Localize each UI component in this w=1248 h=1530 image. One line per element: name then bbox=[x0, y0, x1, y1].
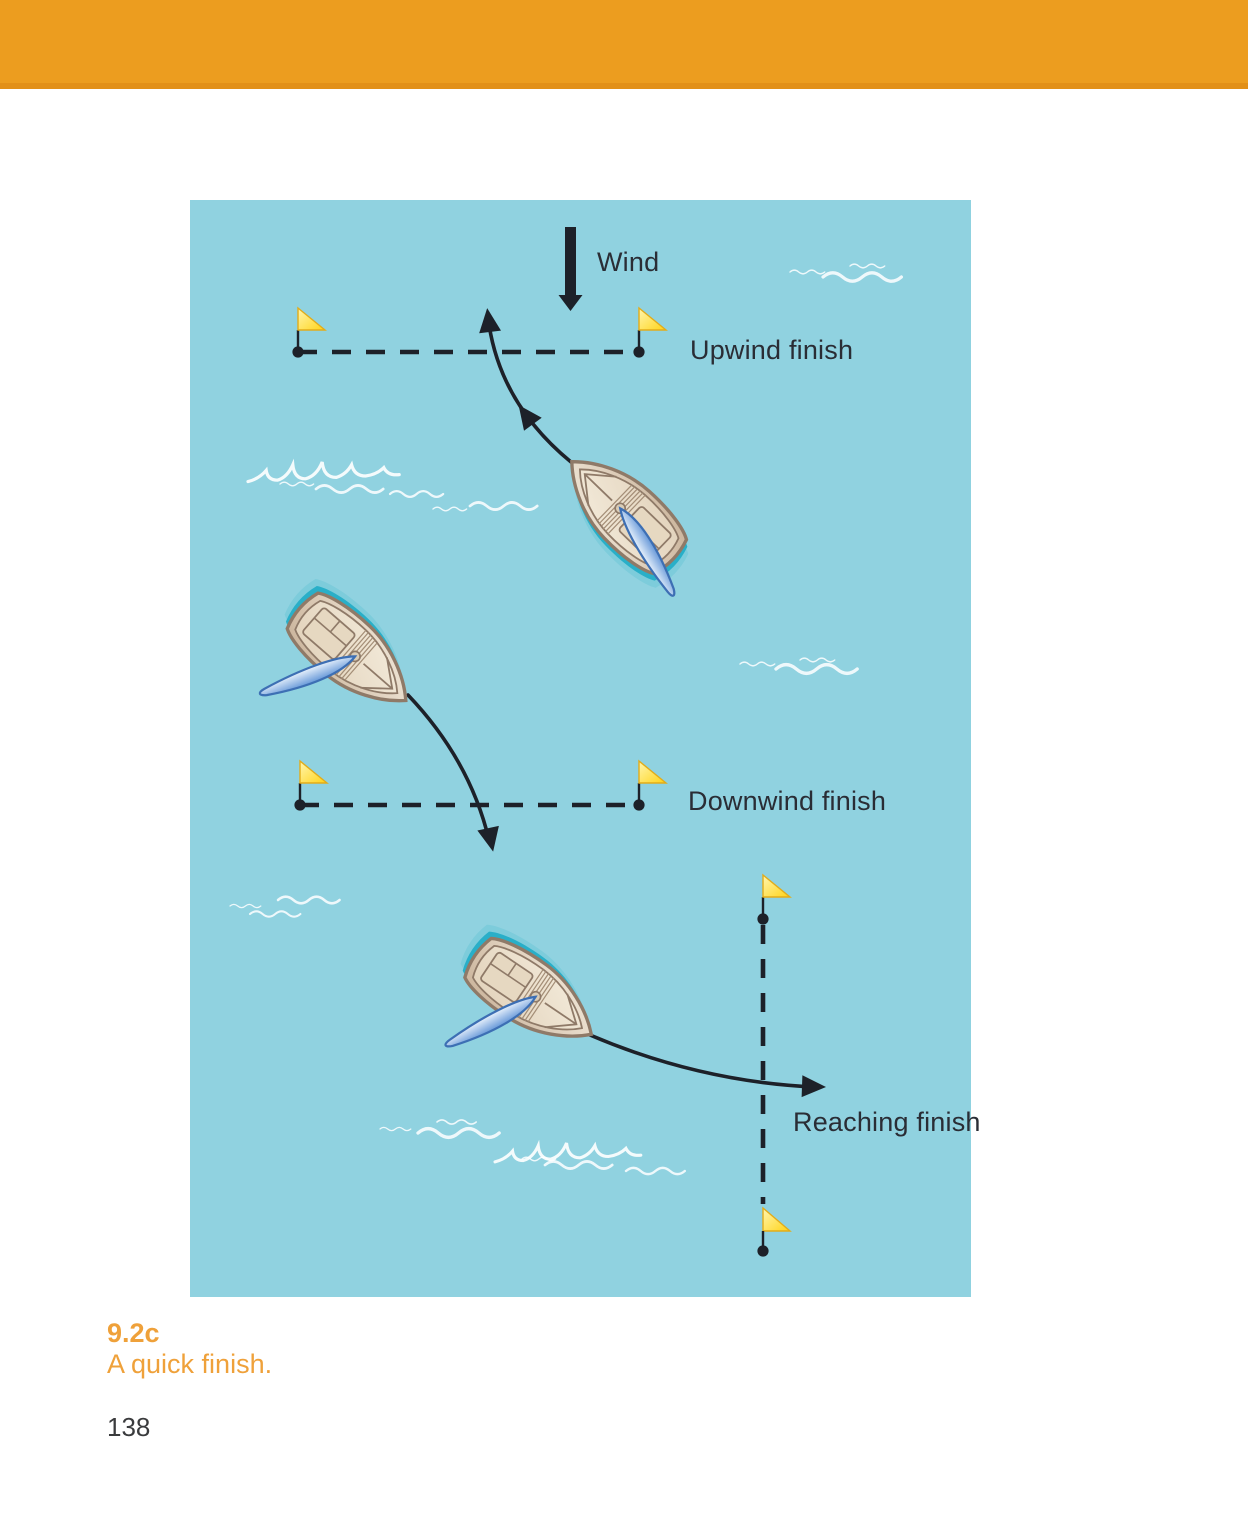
water-ripples-bottom bbox=[379, 1119, 687, 1176]
caption-text: A quick finish. bbox=[107, 1349, 273, 1379]
upwind-finish-label: Upwind finish bbox=[690, 335, 854, 365]
caption-number: 9.2c bbox=[107, 1318, 160, 1348]
wind-label: Wind bbox=[597, 247, 660, 277]
boat-reaching bbox=[413, 915, 615, 1113]
boat-upwind bbox=[543, 438, 716, 608]
mark-flag-icon bbox=[632, 759, 668, 812]
header-bar bbox=[0, 0, 1248, 89]
wind-arrow-icon bbox=[558, 227, 583, 311]
diagram-canvas bbox=[190, 227, 904, 1257]
mark-flag-icon bbox=[756, 873, 792, 926]
page-number: 138 bbox=[107, 1412, 151, 1442]
downwind-finish-label: Downwind finish bbox=[688, 786, 887, 816]
reaching-finish-line bbox=[756, 873, 792, 1257]
figure-caption: 9.2c A quick finish. bbox=[107, 1318, 272, 1380]
downwind-finish-line bbox=[293, 759, 668, 812]
water-ripples-left-middle bbox=[246, 460, 539, 512]
water-ripples-top-right bbox=[789, 263, 904, 283]
water-ripples-right-middle bbox=[739, 657, 859, 676]
upwind-course-arrow bbox=[476, 306, 573, 464]
reaching-finish-label: Reaching finish bbox=[793, 1107, 981, 1137]
figure-diagram: Wind Upwind finish Downwind finish Reach… bbox=[190, 200, 980, 1297]
mark-flag-icon bbox=[757, 1206, 792, 1257]
mark-flag-icon bbox=[632, 306, 668, 359]
water-ripples-left-lower bbox=[229, 895, 341, 918]
boat-downwind bbox=[229, 570, 433, 772]
downwind-course-arrow bbox=[406, 693, 504, 854]
upwind-finish-line bbox=[291, 306, 668, 359]
reaching-course-arrow bbox=[588, 1033, 827, 1099]
